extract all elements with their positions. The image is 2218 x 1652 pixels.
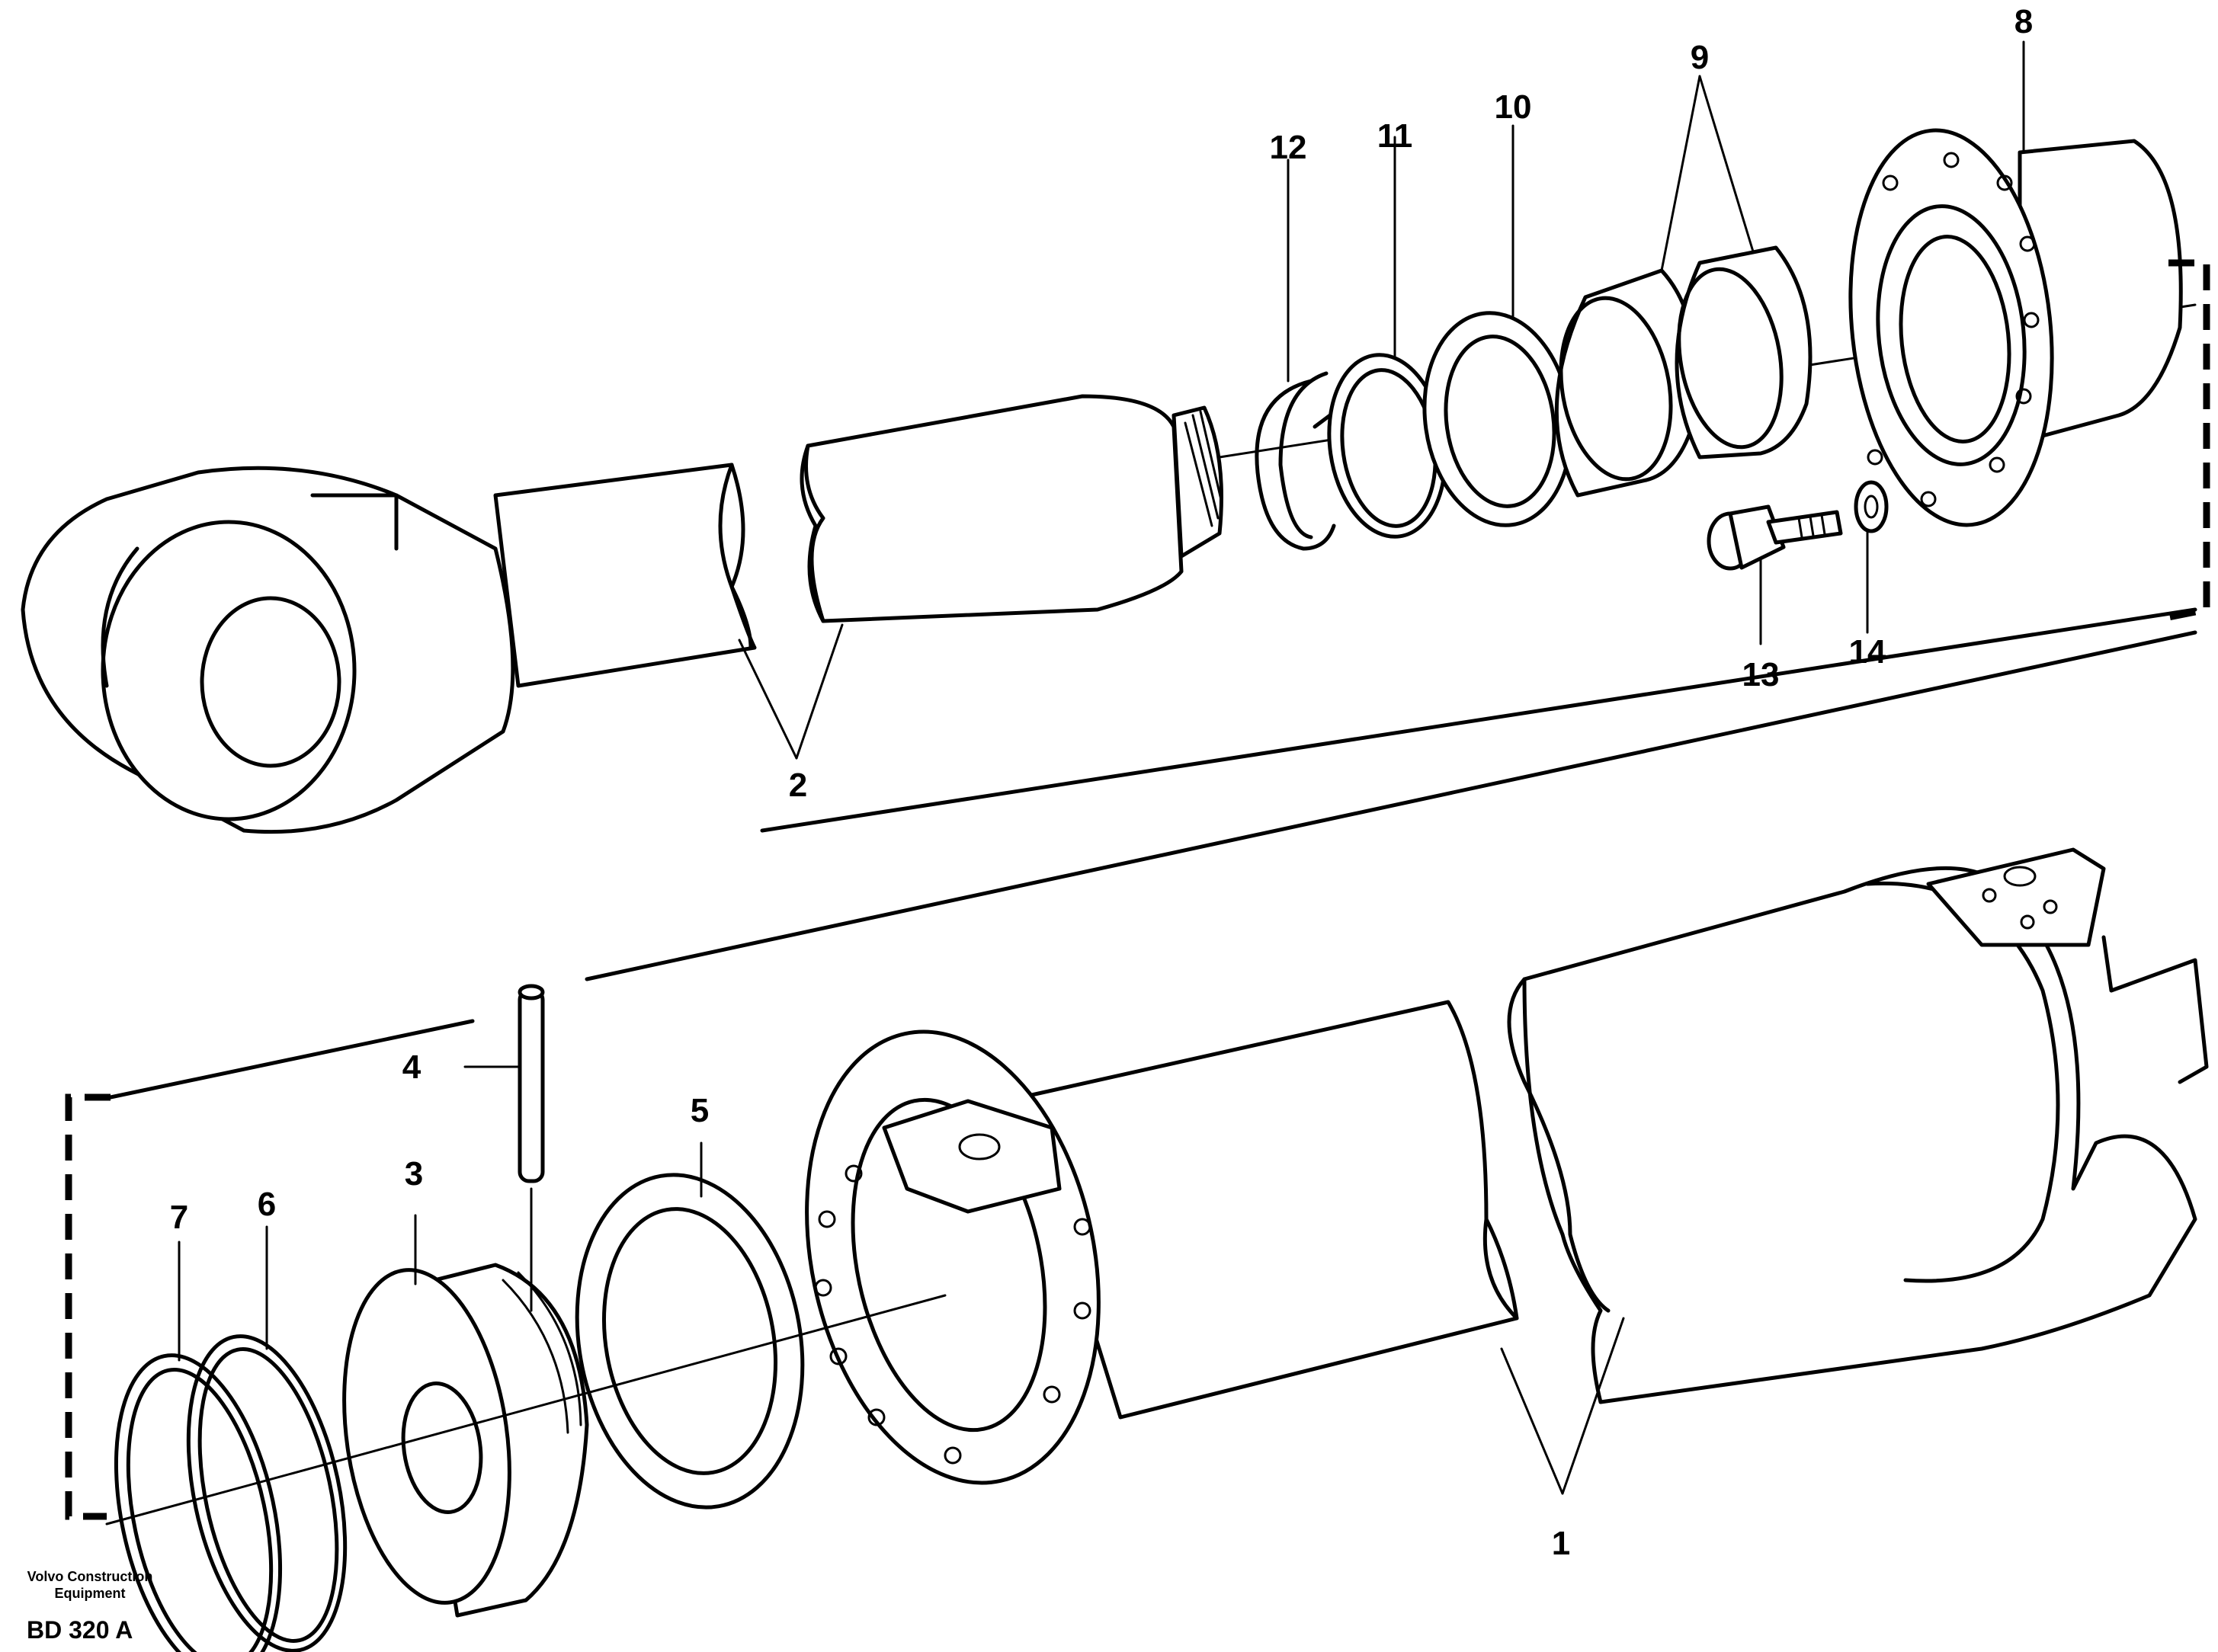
part-7-backup-ring	[114, 1353, 283, 1652]
tube-rear	[1522, 866, 2197, 1404]
callout-1: 1	[1552, 1525, 1570, 1562]
part-5-seal	[575, 1173, 805, 1510]
drawing-code: BD 320 A	[27, 1616, 133, 1644]
part-8-cylinder-head	[1848, 128, 2183, 527]
assembly-bracket-bottom	[65, 1093, 111, 1520]
callout-2: 2	[789, 767, 807, 804]
brand-line-2: Equipment	[55, 1586, 126, 1601]
cylinder-tube-group	[805, 847, 2209, 1485]
rod-thread	[1172, 405, 1223, 559]
rod-eye-bore	[200, 596, 341, 768]
part-14-washer	[1854, 480, 1889, 533]
part-12-circlip	[1255, 371, 1340, 551]
tube-front-flange	[805, 1029, 1101, 1485]
part-4-pin	[518, 984, 545, 1312]
callout-10: 10	[1495, 88, 1532, 126]
callout-14: 14	[1849, 633, 1886, 671]
callout-3: 3	[405, 1155, 423, 1193]
callout-13: 13	[1742, 656, 1780, 693]
piston-rod-left	[493, 463, 757, 688]
part-3-piston	[342, 1263, 589, 1618]
tube-front	[1019, 1000, 1519, 1420]
callout-5: 5	[691, 1092, 709, 1129]
assembly-bracket-top	[2168, 259, 2210, 621]
part-6-o-ring	[186, 1334, 348, 1652]
callout-11: 11	[1377, 117, 1413, 155]
callout-6: 6	[258, 1186, 276, 1223]
brand-line-1: Volvo Construction	[27, 1569, 153, 1584]
callout-7: 7	[170, 1199, 188, 1236]
piston-rod-right	[804, 394, 1184, 623]
piston-rod-group	[21, 303, 2197, 834]
leader-lines	[178, 40, 2025, 1495]
callout-8: 8	[2014, 3, 2033, 40]
callout-12: 12	[1270, 129, 1307, 166]
part-13-bolt	[1707, 504, 1843, 571]
part-9-guide-rings	[1554, 245, 1813, 498]
callout-9: 9	[1691, 39, 1709, 76]
callout-4: 4	[402, 1049, 421, 1086]
